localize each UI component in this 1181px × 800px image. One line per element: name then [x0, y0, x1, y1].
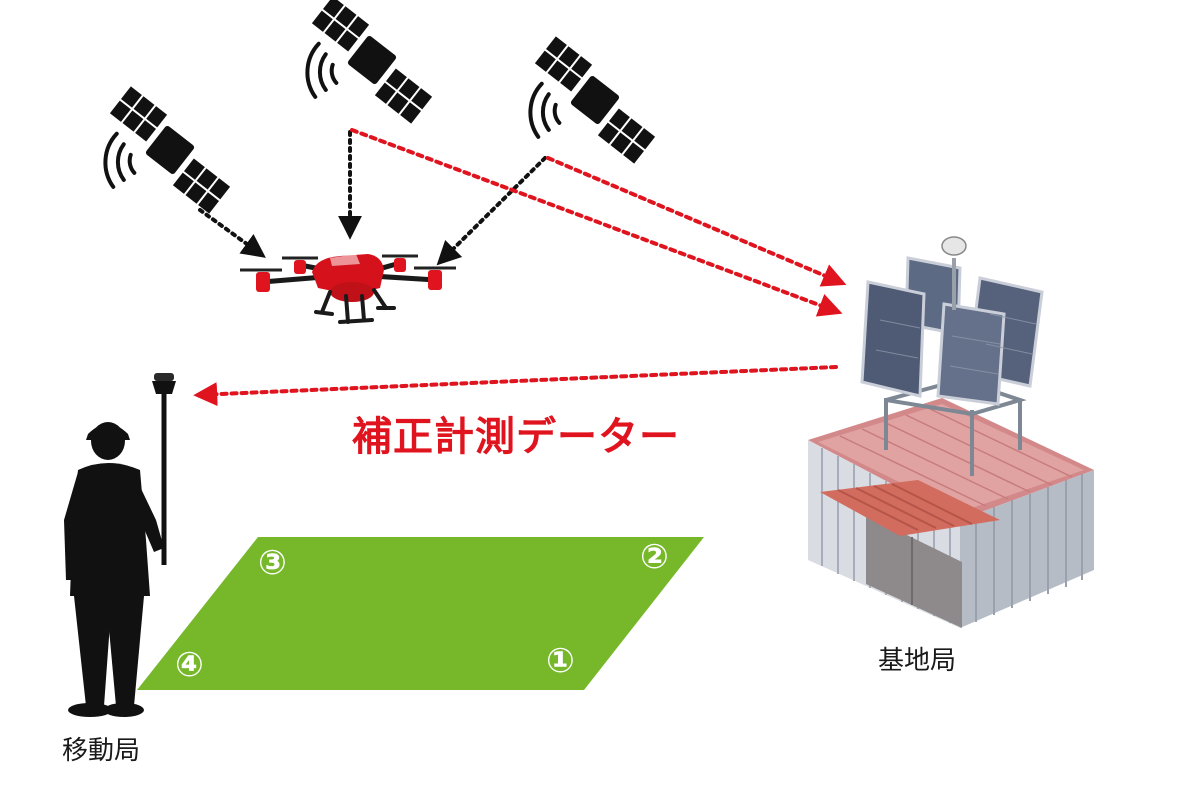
rover-station-label: 移動局: [62, 736, 141, 766]
field-point-2: ②: [640, 537, 669, 577]
base-station-building-icon: [808, 377, 1094, 628]
field-point-4: ④: [175, 645, 204, 685]
gnss-antenna-icon: [152, 373, 176, 565]
field-point-3: ③: [258, 543, 287, 583]
drone-icon: [240, 254, 456, 324]
solar-panel-icon: [860, 236, 1044, 406]
correction-data-arrows: [193, 128, 847, 407]
field-point-1: ①: [546, 641, 575, 681]
correction-data-label: 補正計測データー: [352, 414, 680, 460]
satellite-icon-center: [275, 0, 446, 156]
surveyor-silhouette-icon: [64, 422, 164, 717]
survey-field: [137, 537, 704, 690]
satellite-icon-right: [498, 34, 669, 196]
base-station-label: 基地局: [878, 646, 957, 676]
satellite-signal-arrows: [198, 130, 547, 266]
